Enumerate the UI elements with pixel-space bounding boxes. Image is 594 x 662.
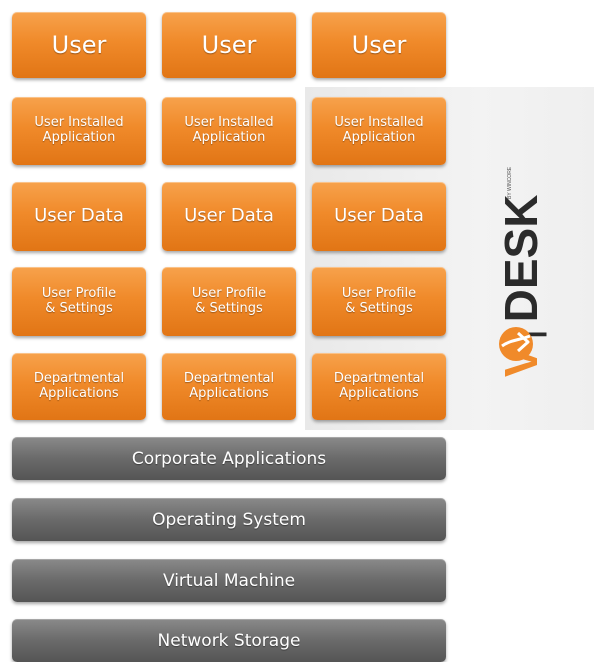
- user-data-box-3: User Data: [312, 182, 446, 251]
- label-line-2: & Settings: [45, 300, 113, 316]
- label-line-2: Application: [42, 130, 116, 145]
- layer-label: Virtual Machine: [162, 570, 296, 591]
- label-line-1: User Profile: [341, 285, 417, 301]
- vdesk-byline: BY WINCORE: [507, 166, 513, 199]
- user-label: User: [51, 30, 107, 59]
- user-box-3: User: [312, 12, 446, 78]
- label-line-1: User Installed: [334, 115, 424, 131]
- user-label: User: [351, 30, 407, 59]
- label-line-1: User Profile: [191, 285, 267, 301]
- user-data-label: User Data: [34, 205, 124, 227]
- operating-system-layer: Operating System: [12, 498, 446, 541]
- user-data-box-2: User Data: [162, 182, 296, 251]
- label-line-2: & Settings: [345, 300, 413, 316]
- user-data-box-1: User Data: [12, 182, 146, 251]
- user-label: User: [201, 30, 257, 59]
- user-profile-settings-box-3: User Profile& Settings: [312, 267, 446, 336]
- label-line-1: User Installed: [184, 115, 274, 131]
- user-profile-settings-box-2: User Profile& Settings: [162, 267, 296, 336]
- box-label: User Profile& Settings: [191, 285, 267, 316]
- label-line-2: Applications: [339, 385, 419, 401]
- user-data-label: User Data: [184, 205, 274, 227]
- label-line-2: Application: [192, 130, 266, 145]
- label-line-2: Applications: [39, 385, 119, 401]
- network-storage-layer: Network Storage: [12, 619, 446, 662]
- label-line-1: Departmental: [33, 370, 125, 386]
- layer-label: Operating System: [152, 509, 306, 530]
- label-line-1: User Profile: [41, 285, 117, 301]
- label-line-1: User Installed: [34, 115, 124, 131]
- label-line-1: Departmental: [333, 370, 425, 386]
- label-line-1: Departmental: [183, 370, 275, 386]
- label-line-2: Applications: [189, 385, 269, 401]
- virtual-machine-layer: Virtual Machine: [12, 559, 446, 602]
- corporate-applications-layer: Corporate Applications: [12, 437, 446, 480]
- label-line-2: Application: [342, 130, 416, 145]
- box-label: User Profile& Settings: [41, 285, 117, 316]
- user-box-2: User: [162, 12, 296, 78]
- user-box-1: User: [12, 12, 146, 78]
- box-label: User Profile& Settings: [341, 285, 417, 316]
- layer-label: Network Storage: [157, 630, 301, 651]
- layer-label: Corporate Applications: [131, 448, 327, 469]
- label-line-2: & Settings: [195, 300, 263, 316]
- user-data-label: User Data: [334, 205, 424, 227]
- vdesk-arrow-icon: [499, 327, 533, 361]
- user-profile-settings-box-1: User Profile& Settings: [12, 267, 146, 336]
